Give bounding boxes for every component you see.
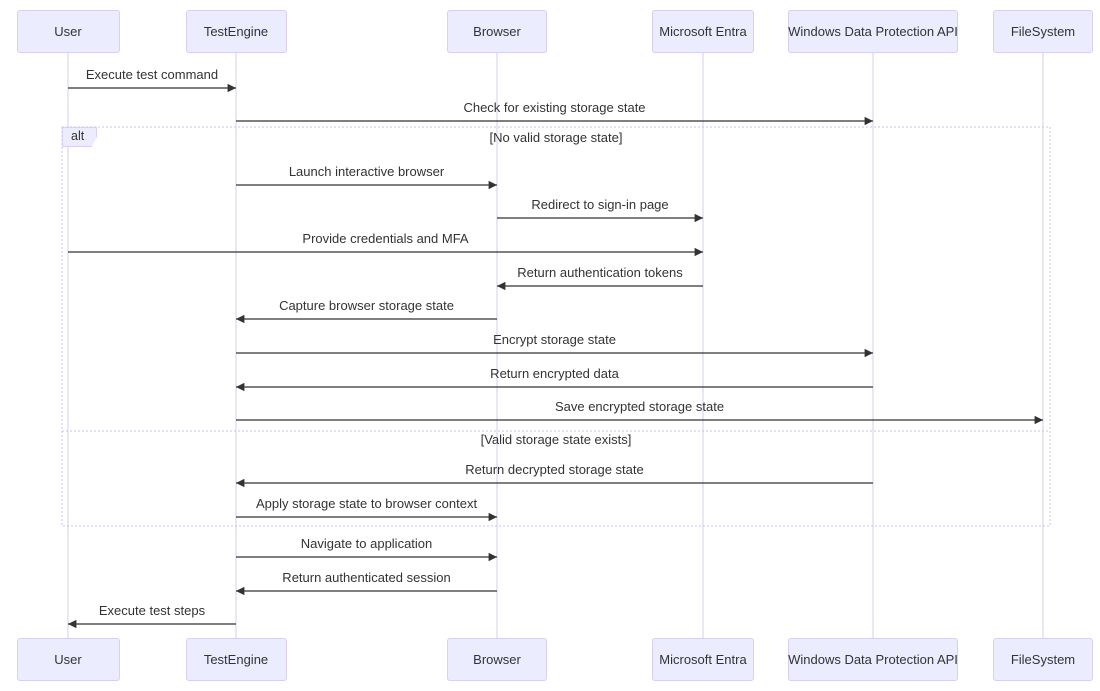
message-label-save-encrypted-storage-state: Save encrypted storage state bbox=[554, 399, 725, 414]
message-label-return-encrypted-data: Return encrypted data bbox=[490, 366, 619, 381]
participant-top-microsoft-entra: Microsoft Entra bbox=[652, 10, 754, 53]
participant-bottom-user: User bbox=[16, 638, 120, 681]
message-label-return-decrypted-storage-state: Return decrypted storage state bbox=[465, 462, 644, 477]
participant-bottom-microsoft-entra: Microsoft Entra bbox=[652, 638, 754, 681]
participant-bottom-filesystem: FileSystem bbox=[993, 638, 1093, 681]
alt-condition-valid-storage-state-exists: [Valid storage state exists] bbox=[480, 432, 632, 447]
message-label-launch-interactive-browser: Launch interactive browser bbox=[288, 164, 445, 179]
participant-top-user: User bbox=[16, 10, 120, 53]
participant-top-filesystem: FileSystem bbox=[993, 10, 1093, 53]
message-label-provide-credentials-and-mfa: Provide credentials and MFA bbox=[302, 231, 469, 246]
message-label-redirect-to-sign-in-page: Redirect to sign-in page bbox=[531, 197, 669, 212]
message-label-return-authentication-tokens: Return authentication tokens bbox=[517, 265, 683, 280]
message-label-encrypt-storage-state: Encrypt storage state bbox=[493, 332, 616, 347]
alt-frame bbox=[61, 126, 1051, 527]
participant-top-windows-data-protection-api: Windows Data Protection API bbox=[788, 10, 958, 53]
message-label-apply-storage-state-to-browser-context: Apply storage state to browser context bbox=[255, 496, 478, 511]
message-label-return-authenticated-session: Return authenticated session bbox=[282, 570, 451, 585]
message-label-navigate-to-application: Navigate to application bbox=[300, 536, 433, 551]
message-label-capture-browser-storage-state: Capture browser storage state bbox=[279, 298, 454, 313]
participant-bottom-testengine: TestEngine bbox=[185, 638, 287, 681]
message-label-check-for-existing-storage-state: Check for existing storage state bbox=[463, 100, 646, 115]
message-label-execute-test-steps: Execute test steps bbox=[98, 603, 206, 618]
alt-condition-no-valid-storage-state: [No valid storage state] bbox=[489, 130, 623, 145]
participant-bottom-browser: Browser bbox=[447, 638, 547, 681]
participant-top-testengine: TestEngine bbox=[185, 10, 287, 53]
message-label-execute-test-command: Execute test command bbox=[85, 67, 219, 82]
participant-bottom-windows-data-protection-api: Windows Data Protection API bbox=[788, 638, 958, 681]
alt-fragment-label: alt bbox=[62, 127, 98, 147]
participant-top-browser: Browser bbox=[447, 10, 547, 53]
